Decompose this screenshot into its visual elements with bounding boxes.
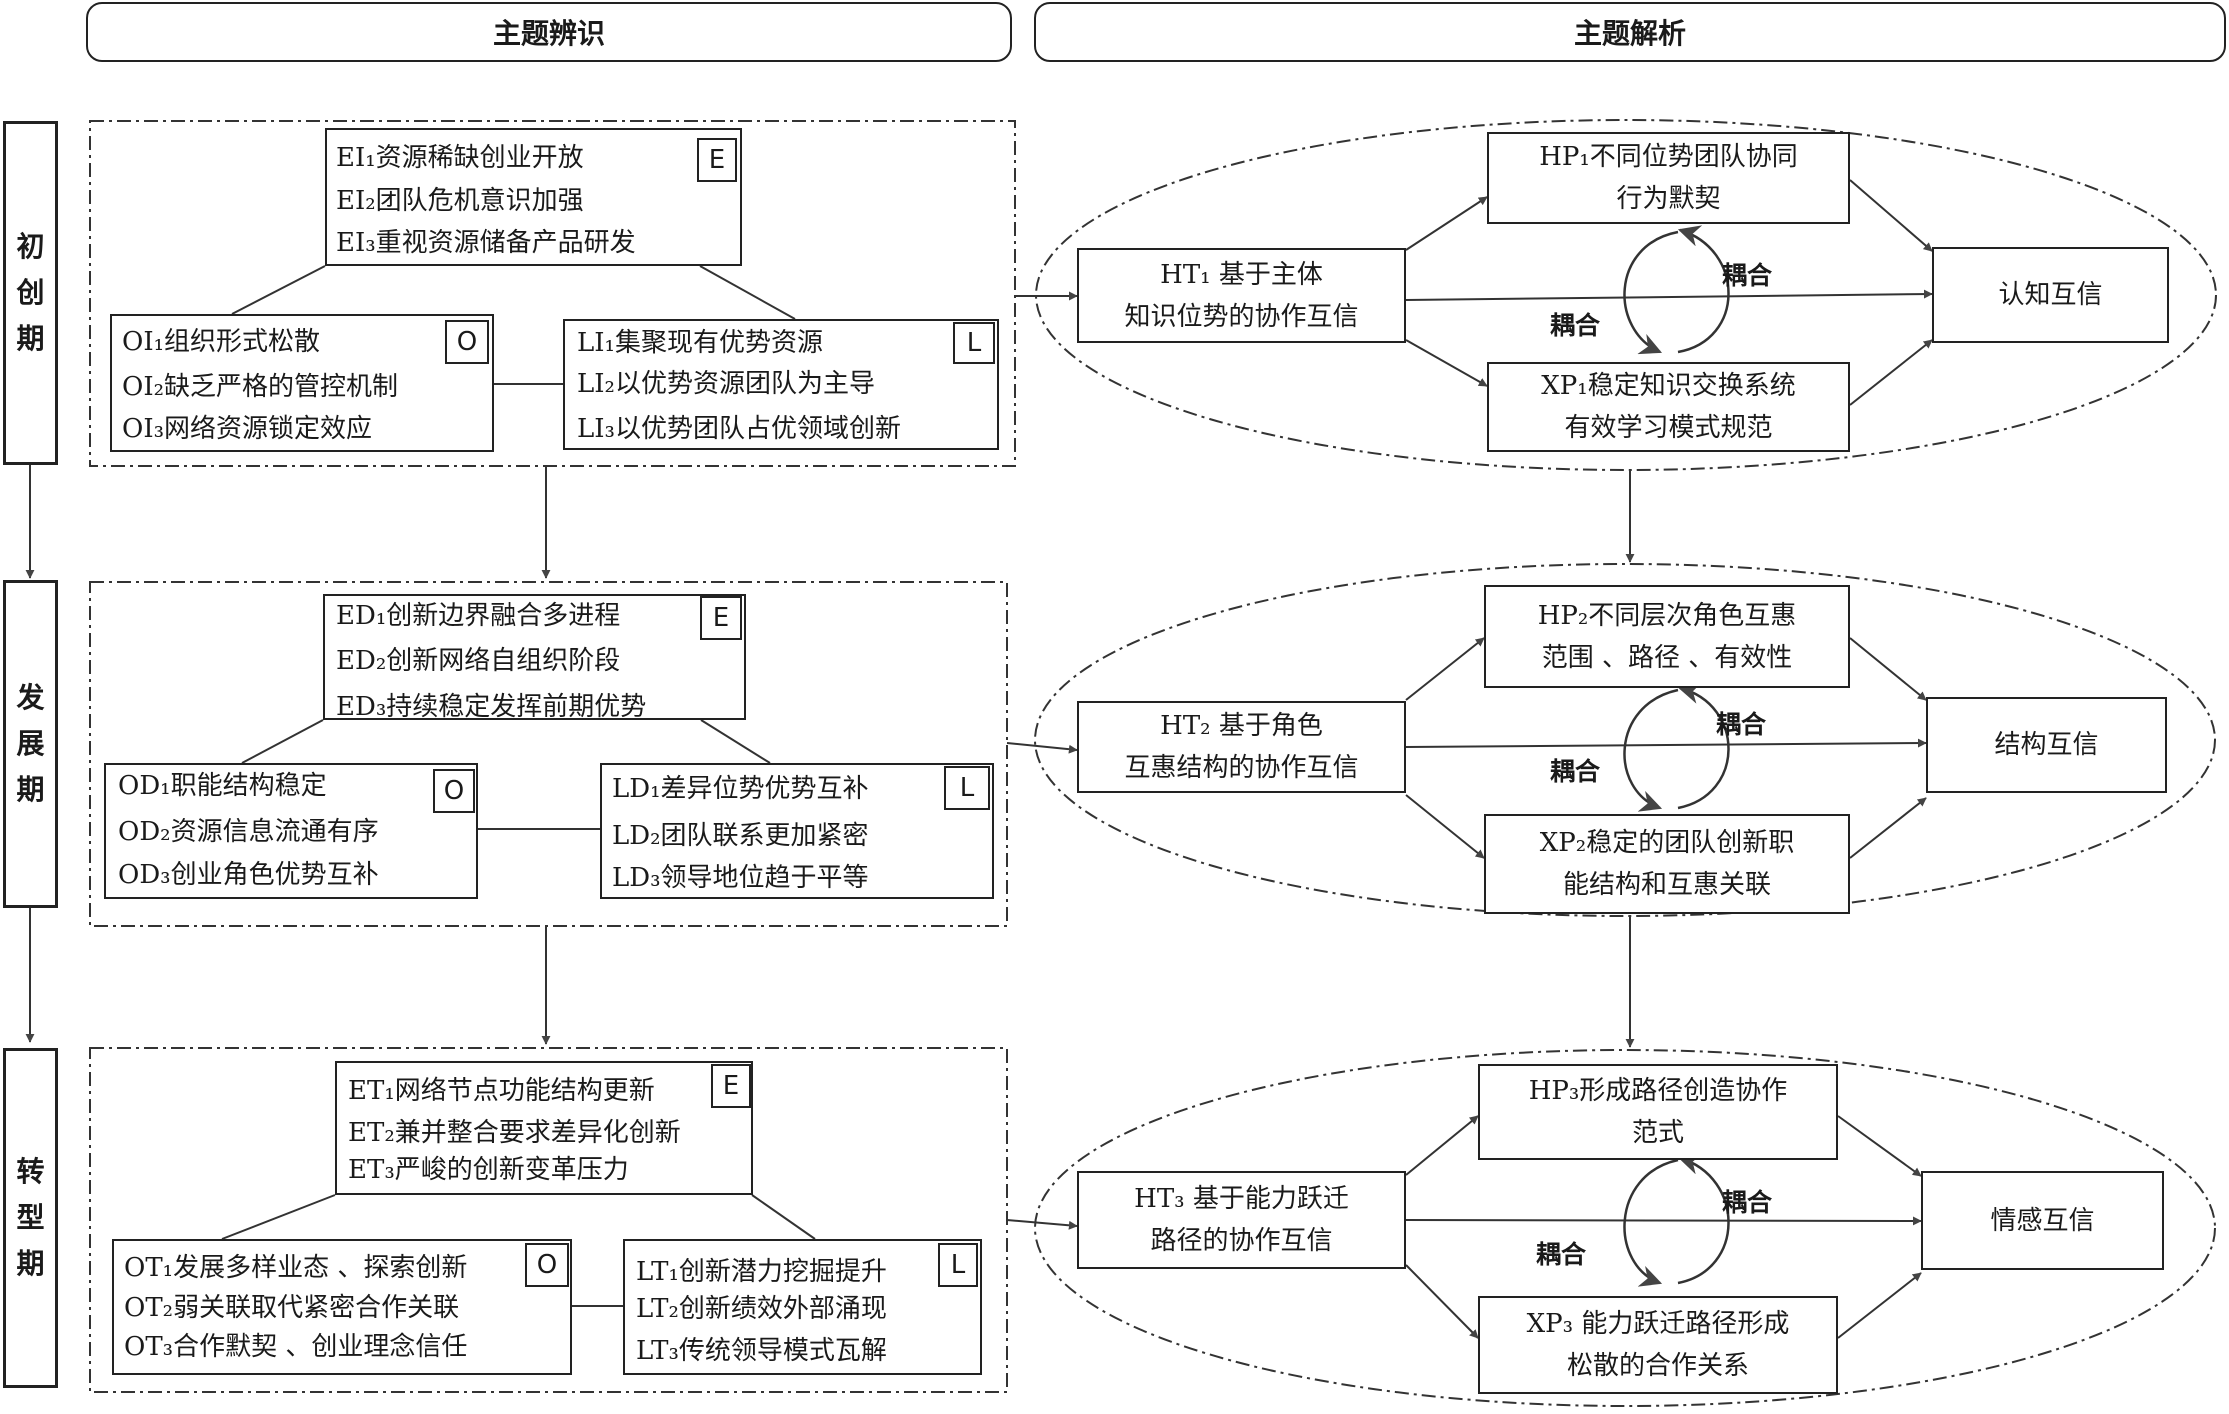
stage1-analysis-ellipse	[1035, 119, 2217, 471]
stage1-ht-box: HT₁ 基于主体 知识位势的协作互信	[1077, 248, 1406, 343]
stage2-organization-line-2: OD₂资源信息流通有序	[118, 817, 379, 847]
coupling-loop-1	[1623, 225, 1730, 355]
stage2-xp-box: XP₂稳定的团队创新职 能结构和互惠关联	[1484, 814, 1850, 914]
stage2-coupling-label-upper: 耦合	[1716, 710, 1767, 739]
stage3-organization-line-3: OT₃合作默契 、创业理念信任	[124, 1332, 468, 1362]
stage2-organization-line-1: OD₁职能结构稳定	[118, 771, 327, 801]
stage2-leadership-line-3: LD₃领导地位趋于平等	[612, 863, 869, 893]
stage1-environment-tag: E	[697, 138, 737, 182]
stage3-environment-tag: E	[711, 1064, 751, 1108]
stage3-coupling-label-lower: 耦合	[1536, 1240, 1587, 1269]
stage3-environment-box	[335, 1061, 753, 1195]
stage3-environment-line-2: ET₂兼并整合要求差异化创新	[348, 1118, 681, 1148]
stage3-organization-line-2: OT₂弱关联取代紧密合作关联	[124, 1293, 460, 1323]
stage1-leadership-line-2: LI₂以优势资源团队为主导	[577, 369, 875, 399]
stage1-leadership-line-1: LI₁集聚现有优势资源	[577, 328, 823, 358]
coupling-loop-2	[1623, 682, 1730, 812]
stage2-ht-box: HT₂ 基于角色 互惠结构的协作互信	[1077, 701, 1406, 793]
stage1-organization-line-2: OI₂缺乏严格的管控机制	[122, 372, 399, 402]
stage3-analysis-ellipse	[1034, 1049, 2216, 1407]
stage3-xp-box: XP₃ 能力跃迁路径形成 松散的合作关系	[1478, 1296, 1838, 1394]
stage-label-transition: 转 型 期	[3, 1048, 58, 1388]
stage1-leadership-box	[563, 319, 999, 450]
stage1-environment-line-3: EI₃重视资源储备产品研发	[336, 228, 636, 258]
stage1-coupling-label-upper: 耦合	[1722, 261, 1773, 290]
stage3-environment-line-1: ET₁网络节点功能结构更新	[348, 1076, 655, 1106]
stage2-organization-tag: O	[433, 769, 475, 813]
stage2-leadership-line-1: LD₁差异位势优势互补	[612, 774, 869, 804]
stage1-identification-frame	[89, 120, 1016, 467]
stage1-environment-box	[325, 128, 742, 266]
stage1-organization-line-3: OI₃网络资源锁定效应	[122, 414, 373, 444]
stage2-environment-line-2: ED₂创新网络自组织阶段	[336, 646, 621, 676]
stage2-environment-box	[323, 594, 746, 720]
stage3-hp-box: HP₃形成路径创造协作 范式	[1478, 1064, 1838, 1160]
stage1-organization-tag: O	[445, 320, 489, 364]
stage3-ht-box: HT₃ 基于能力跃迁 路径的协作互信	[1077, 1171, 1406, 1269]
stage3-leadership-line-3: LT₃传统领导模式瓦解	[636, 1336, 887, 1366]
stage2-organization-line-3: OD₃创业角色优势互补	[118, 860, 379, 890]
stage3-organization-box	[112, 1239, 572, 1375]
stage2-environment-line-3: ED₃持续稳定发挥前期优势	[336, 692, 647, 722]
stage3-leadership-line-2: LT₂创新绩效外部涌现	[636, 1294, 887, 1324]
coupling-loop-3	[1623, 1153, 1730, 1287]
stage2-result-box: 结构互信	[1926, 697, 2167, 793]
stage-label-startup: 初 创 期	[3, 121, 58, 465]
stage2-coupling-label-lower: 耦合	[1550, 757, 1601, 786]
stage1-leadership-tag: L	[953, 322, 995, 364]
stage3-organization-tag: O	[525, 1243, 569, 1287]
stage1-coupling-label-lower: 耦合	[1550, 311, 1601, 340]
header-identification: 主题辨识	[86, 2, 1012, 62]
stage3-organization-line-1: OT₁发展多样业态 、探索创新	[124, 1253, 468, 1283]
stage2-organization-box	[104, 763, 478, 899]
stage2-analysis-ellipse	[1034, 563, 2216, 917]
ident-to-analysis-3	[1006, 1219, 1078, 1230]
stage1-organization-line-1: OI₁组织形式松散	[122, 327, 321, 357]
stage2-identification-frame	[89, 581, 1008, 927]
stage1-environment-line-2: EI₂团队危机意识加强	[336, 186, 584, 216]
ident-to-analysis-2	[1006, 742, 1078, 754]
stage1-organization-box	[110, 314, 494, 452]
stage3-coupling-label-upper: 耦合	[1722, 1188, 1773, 1217]
stage1-xp-box: XP₁稳定知识交换系统 有效学习模式规范	[1487, 362, 1850, 452]
stage1-result-box: 认知互信	[1932, 247, 2169, 343]
stage3-leadership-line-1: LT₁创新潜力挖掘提升	[636, 1257, 887, 1287]
stage2-leadership-line-2: LD₂团队联系更加紧密	[612, 821, 869, 851]
stage-label-development: 发 展 期	[3, 580, 58, 908]
stage3-result-box: 情感互信	[1921, 1171, 2164, 1270]
stage2-leadership-box	[600, 763, 994, 899]
stage2-environment-tag: E	[700, 596, 742, 640]
stage3-leadership-tag: L	[938, 1243, 978, 1287]
stage3-leadership-box	[623, 1239, 982, 1375]
stage2-hp-box: HP₂不同层次角色互惠 范围 、路径 、有效性	[1484, 585, 1850, 688]
stage2-leadership-tag: L	[944, 766, 990, 810]
stage1-environment-line-1: EI₁资源稀缺创业开放	[336, 143, 584, 173]
stage1-leadership-line-3: LI₃以优势团队占优领域创新	[577, 414, 901, 444]
stage1-hp-box: HP₁不同位势团队协同 行为默契	[1487, 132, 1850, 224]
stage2-environment-line-1: ED₁创新边界融合多进程	[336, 601, 621, 631]
header-analysis: 主题解析	[1034, 2, 2226, 62]
stage3-environment-line-3: ET₃严峻的创新变革压力	[348, 1155, 629, 1185]
